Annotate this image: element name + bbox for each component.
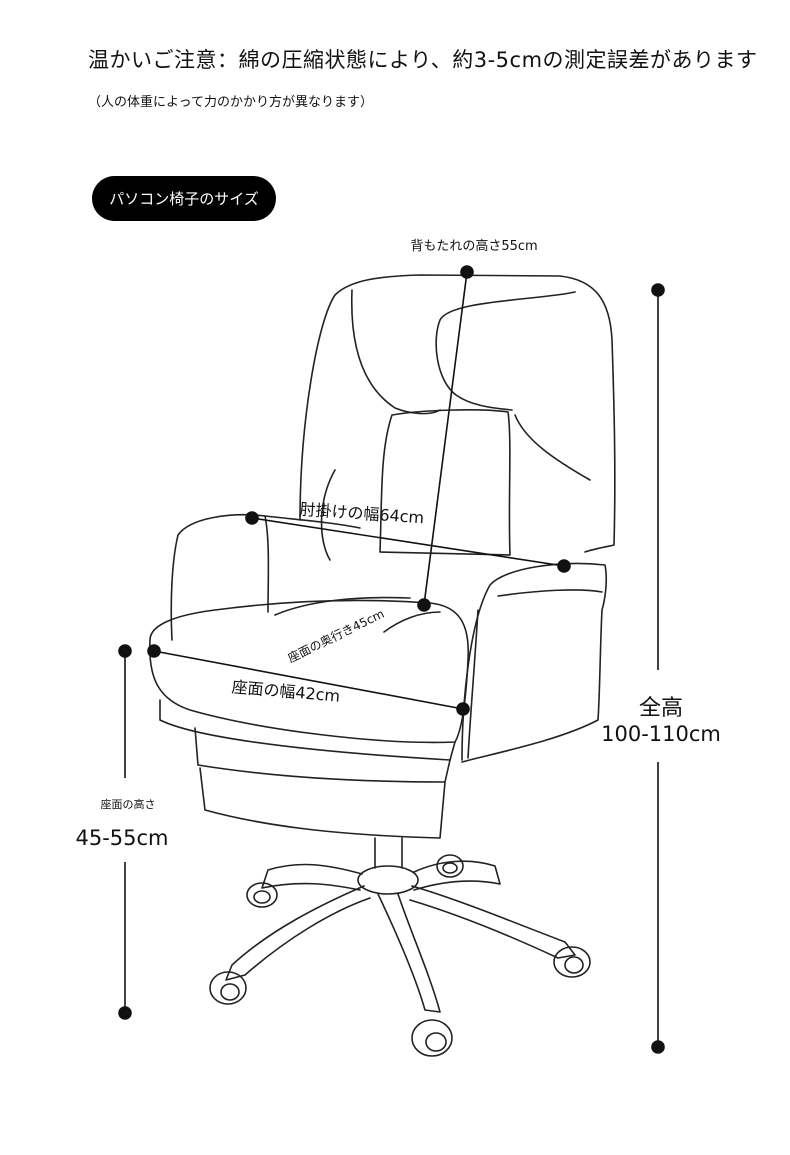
headrest-curve-left <box>350 289 441 415</box>
subnotice-text: （人の体重によって力のかかり方が異なります） <box>88 95 373 110</box>
total-height-dot-bottom <box>651 1040 665 1054</box>
backrest-height-dot-top <box>460 265 474 279</box>
armrest-right-inner <box>467 609 479 759</box>
base-hub <box>357 865 419 895</box>
leg-left-front <box>225 885 371 981</box>
section-label-pill: パソコン椅子のサイズ <box>92 176 276 221</box>
caster-center-front <box>411 1019 453 1057</box>
total-height-label: 全高 <box>639 696 683 721</box>
seat-height-value: 45-55cm <box>75 826 168 850</box>
total-height-value: 100-110cm <box>601 722 721 746</box>
footrest-middle <box>194 727 451 783</box>
side-curve-left <box>320 469 336 561</box>
dimension-lines <box>118 265 665 1054</box>
seat-width-label: 座面の幅42cm <box>231 677 341 705</box>
backrest-height-line <box>423 271 468 606</box>
armrest-right-pad <box>497 589 603 597</box>
backrest-height-dot-bottom <box>417 598 431 612</box>
footrest-lower <box>199 767 446 839</box>
footrest-upper <box>159 699 456 761</box>
side-curve-right <box>514 414 591 481</box>
seat-seam <box>383 611 441 633</box>
leg-center-front <box>377 893 441 1013</box>
caster-left-back <box>246 882 278 908</box>
seat-depth-label: 座面の奥行き45cm <box>285 606 386 666</box>
seat-height-label: 座面の高さ <box>101 797 156 811</box>
notice-text: 温かいご注意：綿の圧縮状態により、約3-5cmの測定誤差があります <box>88 48 758 72</box>
seat-width-line <box>153 650 464 710</box>
armrest-left-top <box>264 515 361 529</box>
leg-right-back <box>413 860 501 891</box>
backrest-outline <box>299 274 616 553</box>
leg-right-front <box>409 885 576 959</box>
gas-cylinder <box>374 837 403 869</box>
caster-left-front <box>209 971 247 1005</box>
armrest-left <box>170 514 270 641</box>
seat-height-dot-bottom <box>118 1006 132 1020</box>
seat-width-dot-left <box>147 644 161 658</box>
total-height-dot-top <box>651 283 665 297</box>
seat-width-dot-right <box>456 702 470 716</box>
headrest-curve-right <box>435 291 576 411</box>
seat-back-cushion <box>274 596 411 616</box>
armrest-right <box>461 562 608 763</box>
lumbar-cushion <box>379 409 511 556</box>
armrest-width-line <box>251 517 565 567</box>
armrest-width-dot-left <box>245 511 259 525</box>
chair-drawing <box>149 274 616 1057</box>
section-label: パソコン椅子のサイズ <box>109 190 259 208</box>
seat-height-dot-top <box>118 644 132 658</box>
backrest-height-label: 背もたれの高さ55cm <box>410 238 537 254</box>
caster-right-back <box>436 854 464 878</box>
armrest-width-label: 肘掛けの幅64cm <box>299 500 425 528</box>
seat-cushion <box>149 599 470 744</box>
leg-left-back <box>261 863 363 891</box>
armrest-width-dot-right <box>557 559 571 573</box>
caster-right-front <box>553 946 591 978</box>
